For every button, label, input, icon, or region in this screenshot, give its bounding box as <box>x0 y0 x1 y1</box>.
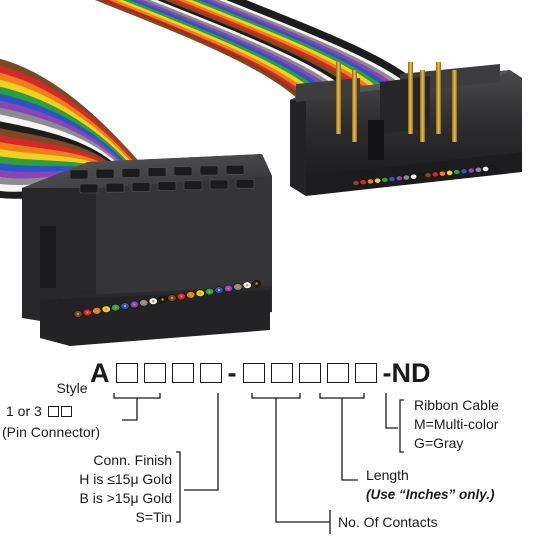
wire-core <box>217 288 221 292</box>
wire-end <box>489 165 497 172</box>
finish-title: Conn. Finish <box>93 452 172 468</box>
wire-core <box>114 306 117 309</box>
wire-end <box>395 175 403 182</box>
box-header-pin-connector-icon <box>290 62 522 196</box>
socket-hole <box>173 166 193 177</box>
finish-b: B is >15μ Gold <box>79 490 172 506</box>
wire-end <box>417 173 425 179</box>
length-note: (Use “Inches” only.) <box>366 487 495 502</box>
wire-core <box>76 312 80 316</box>
style-value-row: 1 or 3 <box>6 403 72 420</box>
contacts-box-1 <box>242 363 265 383</box>
style-note: (Pin Connector) <box>2 424 101 440</box>
header-pins <box>336 62 457 142</box>
socket-hole <box>209 179 229 190</box>
wire-core <box>142 301 145 304</box>
gold-pin <box>436 62 441 134</box>
wire-end <box>467 167 475 174</box>
wire-end <box>402 174 410 181</box>
wire-end <box>453 169 461 175</box>
wire-core <box>255 282 258 285</box>
wire-core <box>236 285 239 288</box>
wire-core <box>189 293 192 296</box>
socket-hole <box>147 167 167 177</box>
socket-hole <box>183 180 203 191</box>
gold-pin <box>452 70 457 142</box>
ribbon-m: M=Multi-color <box>414 416 499 432</box>
wire-core <box>86 311 89 314</box>
gold-pin <box>352 70 357 142</box>
wire-end <box>460 168 468 175</box>
wire-core <box>199 292 202 295</box>
wire-end <box>381 176 389 183</box>
length-box-2 <box>326 363 349 383</box>
style-box-1 <box>115 363 138 383</box>
length-title: Length <box>366 467 409 483</box>
wire-end <box>438 170 446 177</box>
socket-hole <box>95 168 115 179</box>
socket-contact-holes <box>69 164 255 194</box>
ribbon-g: G=Gray <box>414 435 464 451</box>
wire-end <box>410 173 418 180</box>
socket-hole <box>131 182 151 192</box>
part-suffix: -ND <box>382 357 431 388</box>
socket-hole <box>235 178 255 189</box>
wire-end <box>359 179 367 186</box>
part-separator: - <box>227 357 237 388</box>
wire-core <box>152 300 155 303</box>
socket-hole <box>121 168 141 178</box>
finish-box <box>199 363 222 383</box>
wire-end <box>474 166 482 173</box>
socket-wire-ends <box>73 279 262 318</box>
idc-socket-connector-icon <box>22 154 272 346</box>
wire-end <box>374 177 382 184</box>
wire-core <box>95 309 99 312</box>
socket-hole <box>69 169 89 180</box>
ribbon-edge <box>102 0 301 97</box>
style-title: Style <box>56 380 88 396</box>
wire-end <box>352 180 360 186</box>
socket-hole <box>199 165 219 176</box>
wire-core <box>246 284 249 287</box>
finish-h: H is ≤15μ Gold <box>79 471 172 487</box>
part-prefix: A <box>90 357 110 388</box>
wire-core <box>105 308 108 311</box>
style-value: 1 or 3 <box>6 403 42 419</box>
ribbon-cable-upper <box>94 0 421 99</box>
leader-lines <box>113 393 404 534</box>
ribbon-title: Ribbon Cable <box>414 397 499 413</box>
style-box-3 <box>171 363 194 383</box>
wire-end <box>482 166 490 172</box>
style-box-2 <box>143 363 166 383</box>
wire-core <box>161 298 164 301</box>
wire-end <box>431 171 439 178</box>
wire-core <box>227 287 230 290</box>
gold-pin <box>420 70 425 142</box>
gold-pin <box>336 62 341 134</box>
wire-end <box>446 169 454 176</box>
wire-core <box>133 303 136 306</box>
style-small-box-1 <box>47 406 59 417</box>
part-number: A - -ND <box>90 358 431 388</box>
socket-hole <box>157 181 177 191</box>
wire-core <box>180 295 183 298</box>
contacts-label: No. Of Contacts <box>338 514 438 530</box>
socket-hole <box>79 183 99 194</box>
wire-end <box>424 172 432 179</box>
gold-pin <box>408 62 413 134</box>
wire-core <box>170 296 174 300</box>
socket-hole <box>105 182 125 193</box>
ribbon-box <box>354 363 377 383</box>
finish-s: S=Tin <box>135 509 172 525</box>
socket-hole <box>225 164 245 175</box>
wire-core <box>123 304 127 308</box>
wire-end <box>366 178 374 185</box>
contacts-box-2 <box>270 363 293 383</box>
wire-core <box>208 290 211 293</box>
length-box-1 <box>298 363 321 383</box>
header-wire-ends <box>352 165 497 186</box>
style-small-box-2 <box>60 406 72 417</box>
wire-end <box>388 176 396 182</box>
